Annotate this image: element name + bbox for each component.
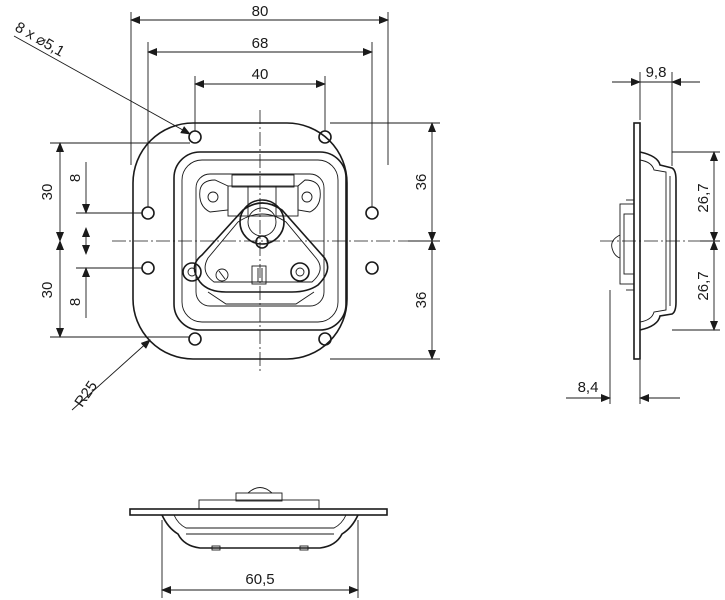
dim-side-depth: 9,8 bbox=[646, 64, 667, 81]
dim-side-plate-offset: 8,4 bbox=[578, 379, 599, 396]
mounting-hole bbox=[141, 261, 155, 275]
dim-lower-height-right: 36 bbox=[413, 292, 430, 309]
side-latch bbox=[619, 203, 635, 285]
dim-upper-half: 30 bbox=[39, 184, 56, 201]
mounting-hole bbox=[188, 130, 202, 144]
mounting-hole bbox=[365, 206, 379, 220]
mounting-hole bbox=[318, 332, 332, 346]
latch-handle bbox=[182, 199, 329, 305]
bottom-latch-plate bbox=[198, 499, 320, 510]
dim-width-overall: 80 bbox=[252, 3, 269, 20]
bottom-recess bbox=[161, 514, 359, 549]
mounting-hole bbox=[141, 206, 155, 220]
bottom-flange bbox=[129, 508, 388, 516]
dim-side-upper-height: 26,7 bbox=[695, 183, 712, 212]
bottom-view: 60,5 bbox=[129, 487, 388, 598]
flange-outline bbox=[132, 122, 348, 360]
dim-bottom-inner-width: 60,5 bbox=[245, 571, 274, 588]
radius-leader bbox=[71, 339, 151, 411]
mounting-hole bbox=[365, 261, 379, 275]
dim-upper-offset: 8 bbox=[67, 174, 84, 182]
dim-side-lower-height: 26,7 bbox=[695, 271, 712, 300]
recess-floor bbox=[195, 173, 325, 307]
front-view: 80 68 40 8 x ⌀5,1 30 30 8 8 36 36 R25 bbox=[12, 3, 440, 411]
mounting-hole bbox=[188, 332, 202, 346]
latch-bracket bbox=[199, 174, 321, 217]
side-view: 9,8 26,7 26,7 8,4 bbox=[566, 64, 720, 404]
dim-corner-radius: R25 bbox=[71, 378, 101, 410]
dim-upper-height-right: 36 bbox=[413, 174, 430, 191]
dim-lower-half: 30 bbox=[39, 282, 56, 299]
dim-hole-spacing-inner: 40 bbox=[252, 66, 269, 83]
dim-lower-offset: 8 bbox=[67, 298, 84, 306]
dim-hole-spacing-outer: 68 bbox=[252, 35, 269, 52]
hole-callout-leader bbox=[13, 35, 191, 135]
